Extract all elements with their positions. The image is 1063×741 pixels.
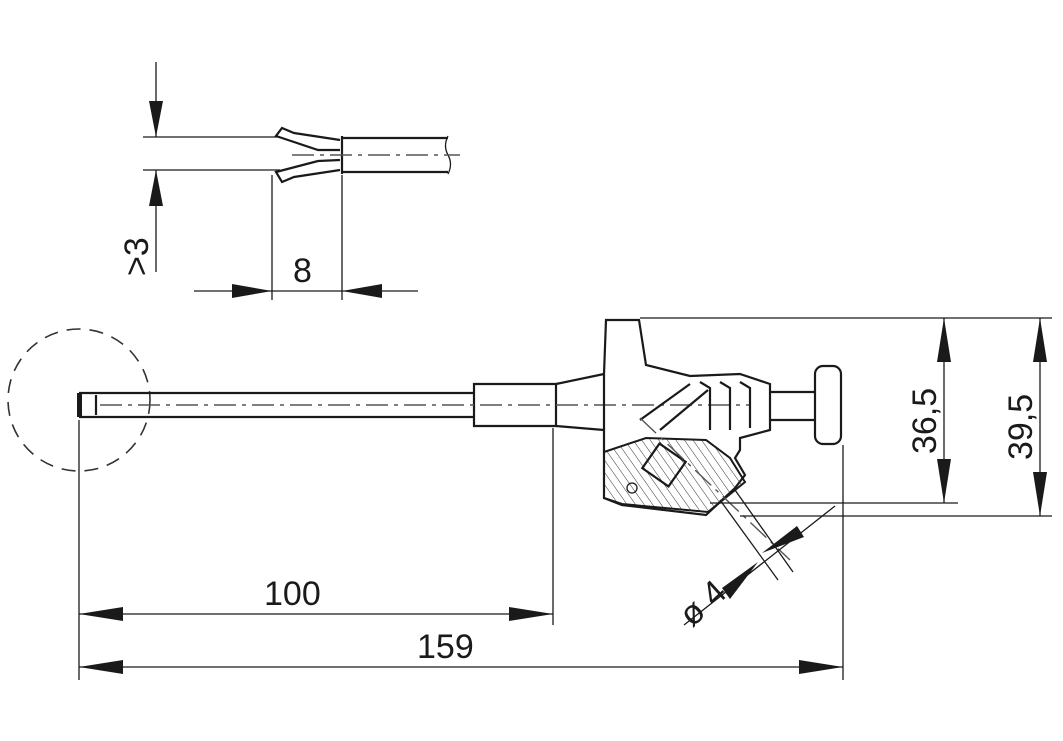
tip-opening-label: >3: [118, 237, 156, 276]
height-outer-dimension: 39,5: [1002, 318, 1047, 516]
plunger-button: [813, 364, 843, 446]
tip-length-dimension: 8: [194, 175, 418, 300]
clip-body: [602, 318, 843, 517]
tip-length-label: 8: [293, 252, 312, 290]
detail-circle: [7, 328, 151, 472]
overall-length-dimension: 159: [79, 628, 843, 674]
needle-sleeve: [472, 372, 605, 432]
socket-center-line: [639, 417, 791, 561]
overall-length-label: 159: [417, 628, 474, 666]
needle: [77, 391, 474, 419]
height-inner-dimension: 36,5: [906, 318, 951, 503]
socket-diameter-label: ø 4: [672, 573, 734, 634]
tip-opening-dimension: >3: [118, 62, 280, 276]
height-inner-label: 36,5: [906, 388, 944, 454]
needle-length-dimension: 100: [79, 575, 553, 621]
needle-length-label: 100: [264, 575, 321, 613]
height-outer-label: 39,5: [1002, 394, 1040, 460]
tip-detail-view: [274, 126, 460, 184]
